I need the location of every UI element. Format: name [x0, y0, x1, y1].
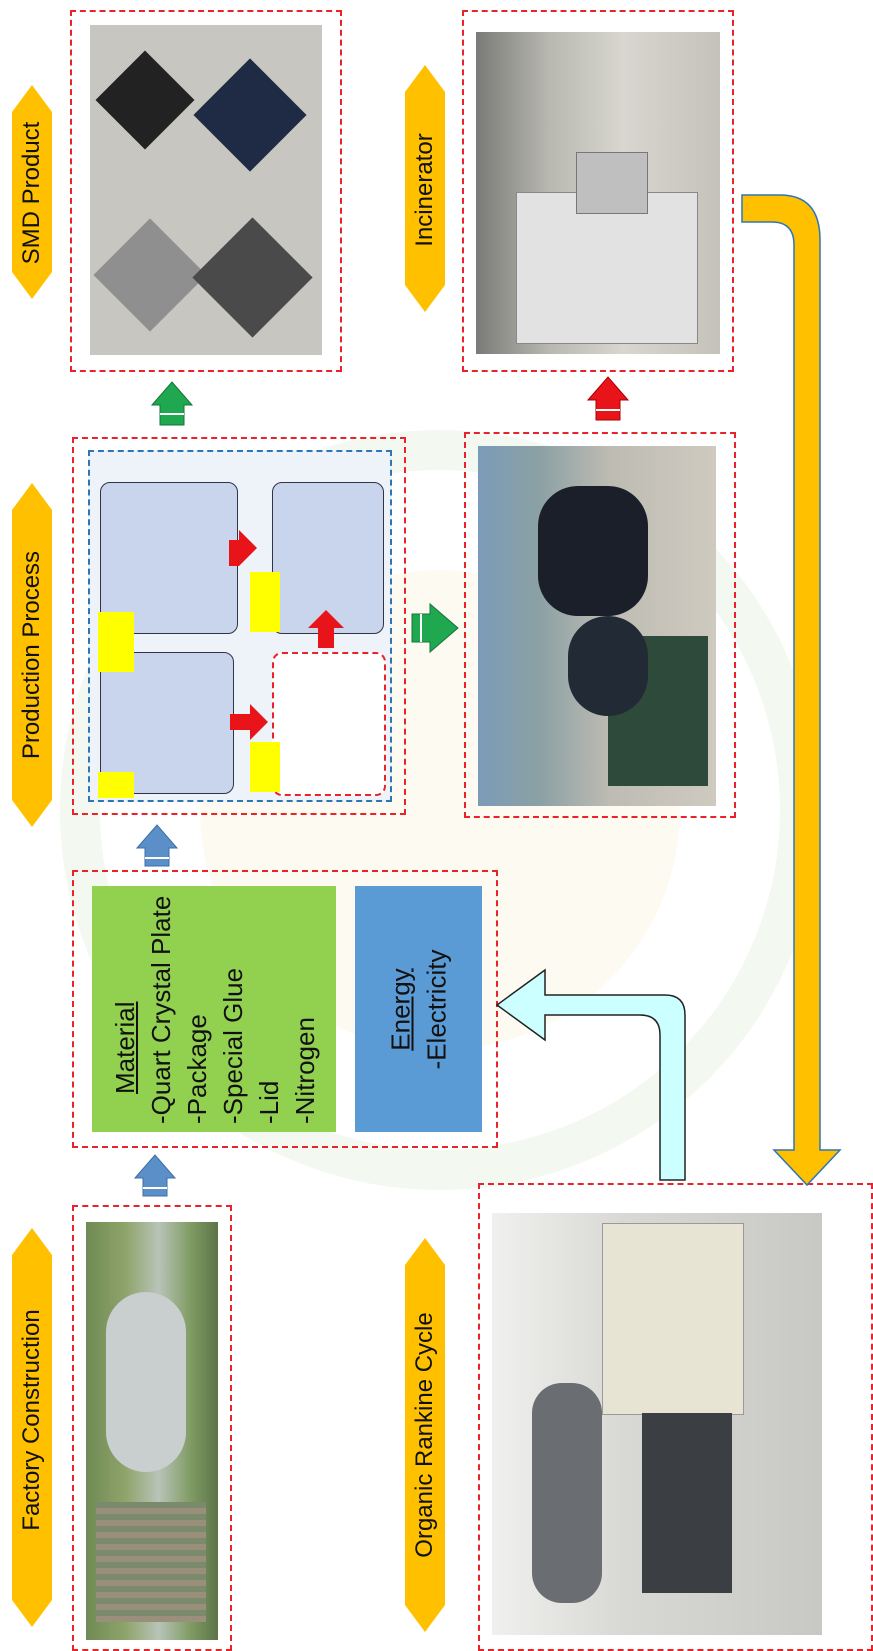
incinerator-chamber — [516, 192, 698, 344]
step-2-tag — [250, 742, 280, 792]
process-step-2 — [272, 652, 386, 796]
factory-badge — [12, 1228, 52, 1627]
orc-machine-photo — [492, 1213, 822, 1635]
energy-box — [355, 886, 482, 1132]
incinerator-frame — [462, 10, 734, 372]
orc-badge — [405, 1238, 445, 1632]
process-flow-diagram — [88, 450, 392, 802]
waste-frame — [464, 432, 736, 818]
orc-cabinet — [602, 1223, 744, 1415]
process-step-4 — [272, 482, 384, 634]
waste-bag-pile-2 — [568, 616, 648, 716]
arrow-production-to-smd — [150, 381, 194, 426]
parking-lot — [96, 1502, 206, 1622]
arrow-production-to-waste — [411, 602, 459, 654]
arrow-orc-to-energy — [495, 968, 686, 1181]
incinerator-photo — [476, 32, 720, 354]
arrow-inputs-to-production — [135, 824, 179, 867]
smd-product-photo — [90, 25, 322, 355]
process-arrow-down — [230, 704, 268, 740]
process-step-1 — [100, 652, 234, 794]
orc-frame — [478, 1183, 873, 1651]
waste-bags-photo — [478, 446, 716, 806]
process-arrow-up-right — [308, 610, 344, 648]
smd-badge — [12, 85, 52, 299]
factory-roof — [106, 1292, 186, 1472]
process-step-3 — [100, 482, 238, 634]
process-arrows — [229, 530, 344, 740]
step-3-tag — [98, 612, 134, 672]
production-frame — [72, 437, 406, 815]
orc-turbine — [642, 1413, 732, 1593]
orc-tank — [532, 1383, 602, 1603]
process-arrow-up-left — [229, 530, 257, 566]
smd-frame — [70, 10, 342, 372]
arrow-waste-to-incinerator — [586, 376, 630, 421]
inputs-frame — [72, 870, 498, 1148]
arrow-incinerator-to-orc — [741, 194, 842, 1187]
incinerator-panel — [576, 152, 648, 214]
incinerator-badge — [405, 65, 445, 312]
material-box — [92, 886, 336, 1132]
factory-frame — [72, 1205, 232, 1651]
arrow-factory-to-material — [133, 1154, 177, 1197]
production-badge — [12, 483, 52, 827]
step-1-tag — [98, 772, 134, 798]
step-4-tag — [250, 572, 280, 632]
factory-aerial-photo — [86, 1222, 218, 1640]
waste-bag-pile-1 — [538, 486, 648, 616]
